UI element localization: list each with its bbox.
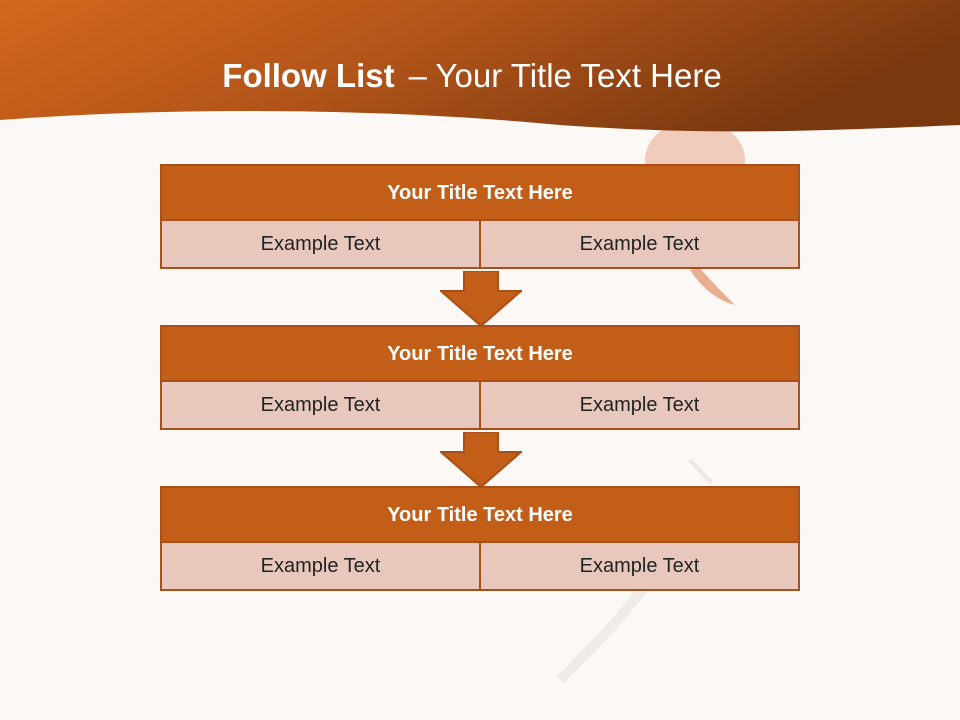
list-block-row: Example Text Example Text — [162, 221, 798, 267]
list-block-1: Your Title Text Here Example Text Exampl… — [160, 164, 800, 269]
list-block-3: Your Title Text Here Example Text Exampl… — [160, 486, 800, 591]
down-arrow-icon — [440, 271, 522, 327]
list-block-title: Your Title Text Here — [162, 488, 798, 543]
list-block-title: Your Title Text Here — [162, 327, 798, 382]
slide-title: Follow List – Your Title Text Here — [0, 54, 944, 98]
header-banner — [0, 0, 960, 132]
slide-title-bold: Follow List — [222, 57, 395, 94]
list-block-cell-left: Example Text — [162, 221, 479, 267]
list-block-cell-right: Example Text — [479, 221, 798, 267]
list-block-row: Example Text Example Text — [162, 382, 798, 428]
list-block-title: Your Title Text Here — [162, 166, 798, 221]
slide-title-rest: – Your Title Text Here — [408, 57, 722, 94]
list-block-cell-left: Example Text — [162, 543, 479, 589]
list-block-row: Example Text Example Text — [162, 543, 798, 589]
list-block-cell-left: Example Text — [162, 382, 479, 428]
list-block-cell-right: Example Text — [479, 543, 798, 589]
list-block-2: Your Title Text Here Example Text Exampl… — [160, 325, 800, 430]
down-arrow-icon — [440, 432, 522, 488]
list-block-cell-right: Example Text — [479, 382, 798, 428]
